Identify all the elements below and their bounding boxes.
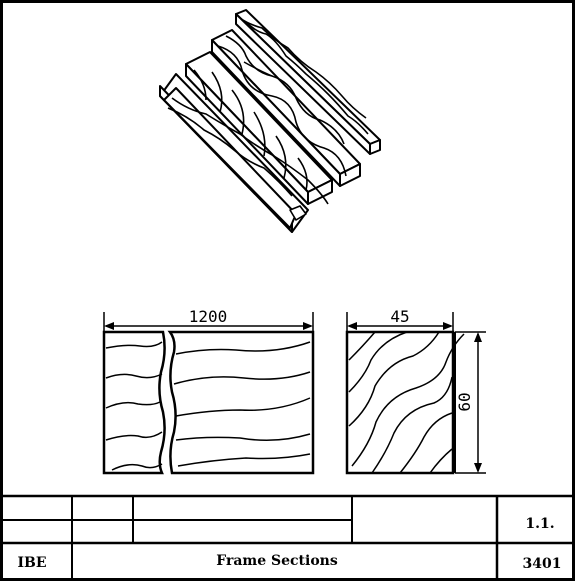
- height-arrow-top: [474, 332, 482, 342]
- length-dimension-value: 1200: [189, 307, 228, 326]
- height-arrow-bottom: [474, 463, 482, 473]
- width-dimension-value: 45: [390, 307, 409, 326]
- section-end-grain: [348, 331, 465, 474]
- length-arrow-left: [104, 322, 114, 330]
- isometric-timber-stack: [159, 9, 381, 233]
- timber-piece-1: [159, 73, 329, 233]
- width-arrow-left: [347, 322, 357, 330]
- timber-piece-2: [185, 51, 333, 205]
- side-elevation-view: 1200: [102, 307, 315, 475]
- cross-section-view: 45 60: [345, 307, 486, 475]
- height-dimension-value: 60: [455, 392, 474, 411]
- width-arrow-right: [443, 322, 453, 330]
- drawing-title: Frame Sections: [216, 553, 338, 569]
- title-block: [1, 494, 574, 580]
- sheet-ref: 1.1.: [525, 516, 554, 532]
- company-label: IBE: [17, 555, 46, 571]
- length-arrow-right: [303, 322, 313, 330]
- elevation-grain-left: [105, 341, 163, 471]
- elevation-grain-right: [173, 341, 311, 467]
- drawing-number: 3401: [523, 556, 562, 572]
- timber-piece-3: [211, 29, 361, 187]
- elevation-right-segment: [167, 330, 315, 475]
- timber-piece-4: [235, 9, 381, 155]
